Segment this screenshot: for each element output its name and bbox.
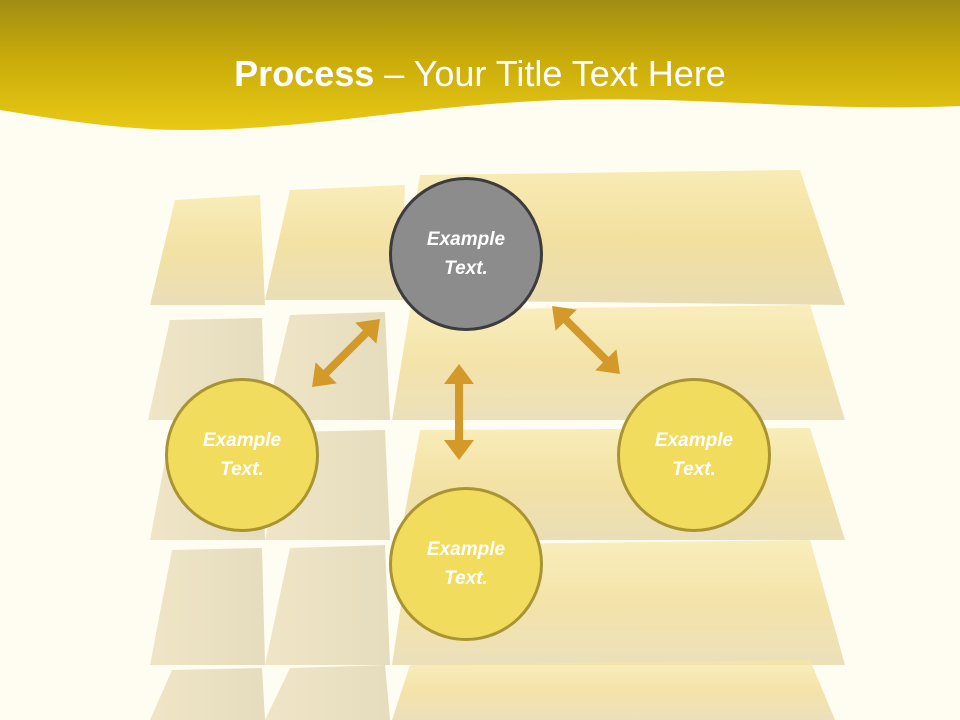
title-rest: – Your Title Text Here [374, 53, 726, 94]
node-left: Example Text. [165, 378, 319, 532]
node-right: Example Text. [617, 378, 771, 532]
node-top-label: Example Text. [426, 229, 506, 279]
node-bottom-label: Example Text. [426, 539, 506, 589]
arrow-top-right [552, 306, 620, 374]
arrow-vertical [444, 364, 474, 460]
node-bottom: Example Text. [389, 487, 543, 641]
node-right-label: Example Text. [654, 430, 734, 480]
title-banner [0, 0, 960, 131]
arrow-top-left [312, 319, 380, 387]
title-bold: Process [234, 53, 375, 94]
page-title: Process – Your Title Text Here [0, 52, 960, 96]
node-left-label: Example Text. [202, 430, 282, 480]
node-top: Example Text. [389, 177, 543, 331]
